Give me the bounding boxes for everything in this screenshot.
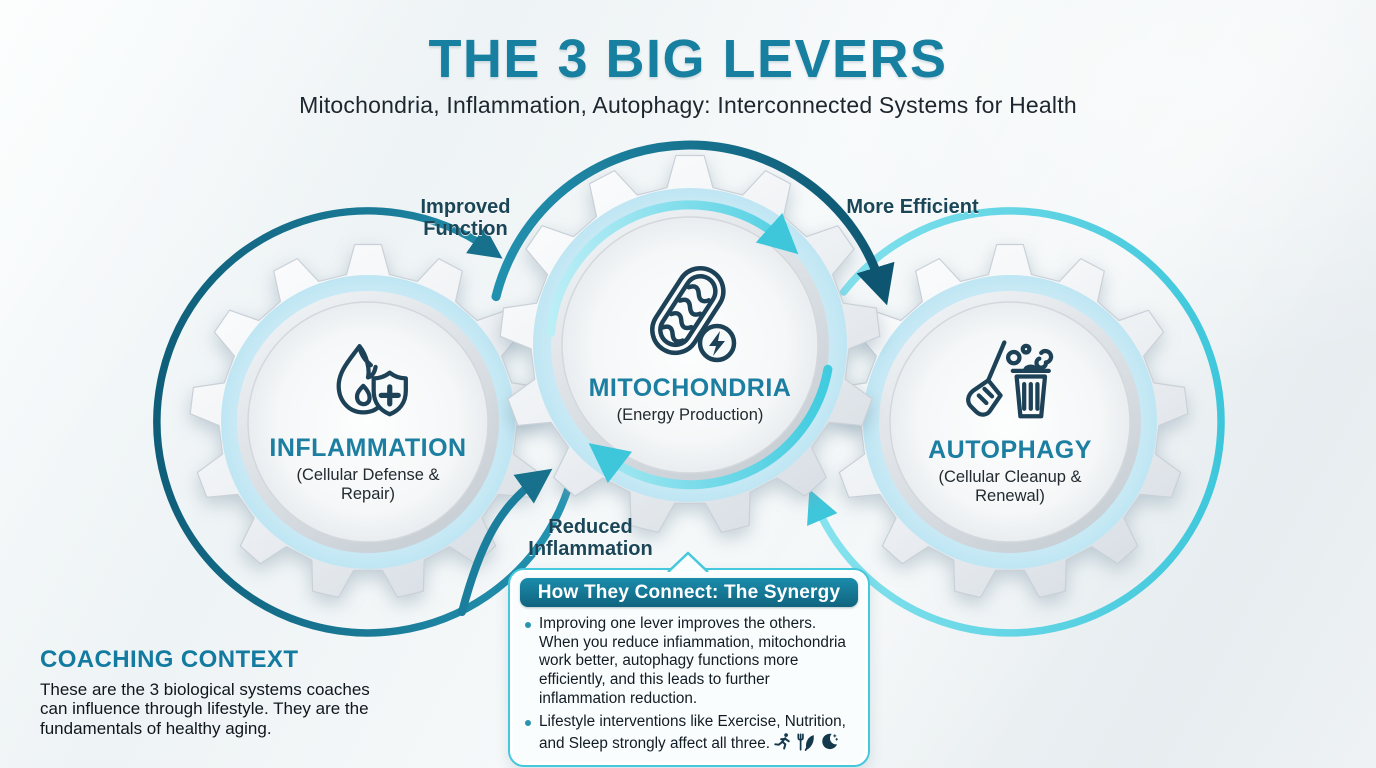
inflammation-gear	[189, 243, 547, 599]
top-flow-arrow	[491, 140, 895, 306]
list-item: Lifestyle interventions like Exercise, N…	[524, 713, 856, 753]
inflammation-loop-arrow	[153, 207, 583, 637]
coaching-context: COACHING CONTEXT These are the 3 biologi…	[40, 646, 400, 738]
gear-name: MITOCHONDRIA	[588, 374, 792, 402]
page-title: THE 3 BIG LEVERS	[428, 29, 948, 89]
coaching-title: COACHING CONTEXT	[40, 646, 299, 673]
synergy-header: How They Connect: The Synergy	[520, 578, 858, 607]
reduced-inflammation-label: Reduced Inflammation	[528, 516, 653, 561]
gear-subtitle: (Energy Production)	[616, 406, 764, 424]
flame-shield-icon	[316, 336, 420, 432]
sleep-icon	[822, 733, 838, 750]
gear-subtitle: (Cellular Cleanup & Renewal)	[938, 468, 1082, 506]
synergy-callout: How They Connect: The Synergy Improving …	[508, 568, 870, 767]
more-efficient-label: More Efficient	[846, 196, 979, 218]
inflammation-gear-label: INFLAMMATION (Cellular Defense & Repair)	[248, 336, 488, 505]
lifestyle-icons	[773, 732, 839, 752]
autophagy-gear-label: AUTOPHAGY (Cellular Cleanup & Renewal)	[890, 338, 1130, 507]
synergy-bullet-2: Lifestyle interventions like Exercise, N…	[539, 713, 846, 752]
reduced-inflammation-arrow	[458, 468, 553, 616]
gear-subtitle: (Cellular Defense & Repair)	[296, 466, 440, 504]
mitochondria-gear-label: MITOCHONDRIA (Energy Production)	[570, 262, 810, 425]
improved-function-label: Improved Function	[420, 196, 511, 241]
mitochondria-rotation-arrow-top	[546, 200, 799, 338]
callout-pointer	[667, 551, 709, 572]
autophagy-gear	[831, 243, 1189, 599]
broom-trash-icon	[958, 338, 1062, 434]
page-subtitle: Mitochondria, Inflammation, Autophagy: I…	[299, 92, 1077, 118]
over-arrows	[458, 200, 833, 616]
runner-icon	[774, 733, 790, 750]
mitochondria-bolt-icon	[634, 262, 746, 372]
synergy-list: Improving one lever improves the others.…	[524, 615, 856, 754]
mitochondria-rotation-arrow-bottom	[588, 364, 833, 490]
coaching-body: These are the 3 biological systems coach…	[40, 680, 370, 738]
gear-name: INFLAMMATION	[269, 434, 467, 462]
autophagy-loop-arrow	[807, 207, 1225, 637]
gear-name: AUTOPHAGY	[928, 436, 1092, 464]
list-item: Improving one lever improves the others.…	[524, 615, 856, 708]
flow-rings	[153, 140, 1225, 637]
synergy-bullet-1: Improving one lever improves the others.…	[539, 615, 846, 707]
nutrition-icon	[797, 733, 814, 751]
